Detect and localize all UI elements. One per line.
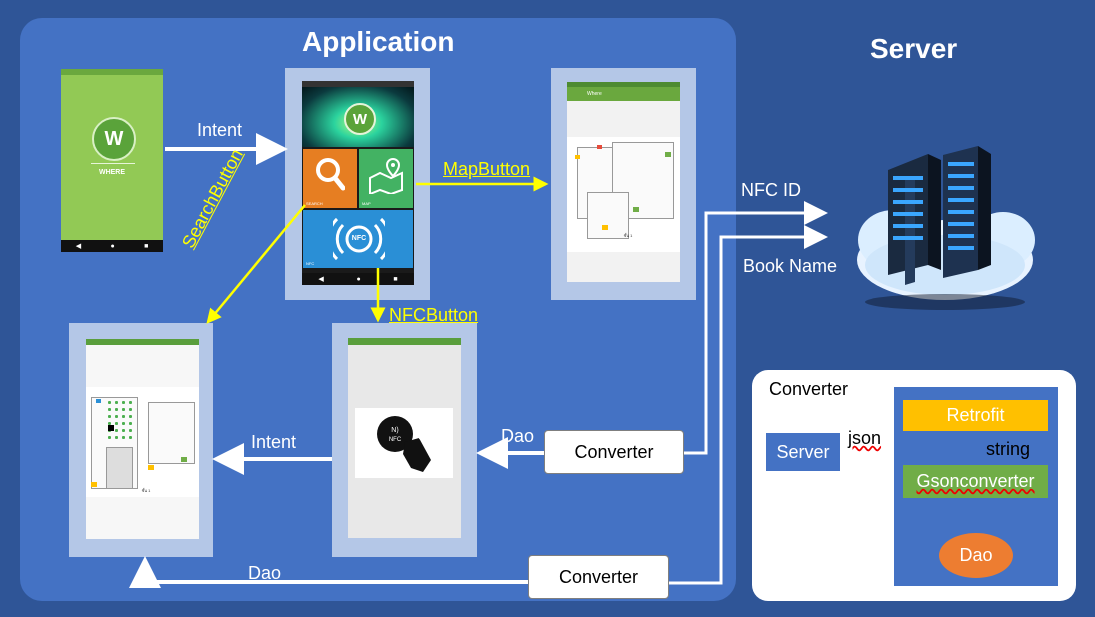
splash-app-name: WHERE (98, 169, 126, 176)
map-tile-label: MAP (362, 201, 371, 206)
nfc-button-label: NFCButton (389, 305, 479, 325)
map-button-label: MapButton (443, 159, 531, 179)
where-logo: W (92, 117, 136, 161)
intent-label-bottom: Intent (251, 432, 297, 452)
nfc-tile[interactable]: NFC NFC (303, 210, 413, 268)
search-result-screen: ชั้น 1 (86, 339, 199, 539)
converter-panel-title: Converter (769, 379, 849, 399)
intent-label-top: Intent (197, 120, 243, 140)
svg-text:NFC: NFC (389, 437, 402, 443)
server-title: Server (870, 33, 958, 64)
search-tile[interactable]: SEARCH (303, 149, 357, 208)
splash-screen: W WHERE ◀●■ (61, 69, 163, 252)
dao-node: Dao (939, 533, 1013, 578)
menu-header-image: W (302, 87, 414, 147)
floor-plan: ชั้น 1 (567, 137, 680, 252)
server-node: Server (766, 433, 840, 471)
converter-box-middle: Converter (544, 430, 684, 474)
map-toolbar-title: Where (587, 91, 602, 97)
dao-label-middle: Dao (501, 426, 535, 446)
map-toolbar: Where (567, 87, 680, 101)
book-name-label: Book Name (743, 256, 838, 276)
map-icon (369, 157, 403, 194)
search-button-arrow (206, 204, 306, 324)
nfc-card-icon: N) NFC (377, 416, 431, 472)
map-caption: ชั้น 1 (623, 233, 633, 238)
nfc-screen: N) NFC (348, 338, 461, 538)
server-illustration (857, 146, 1035, 310)
search-icon (316, 158, 345, 191)
splash-divider (91, 163, 135, 164)
nav-bar: ◀●■ (302, 273, 414, 285)
menu-logo: W (344, 103, 376, 135)
search-tile-label: SEARCH (306, 201, 323, 206)
nfc-tile-label: NFC (306, 261, 315, 266)
nav-bar: ◀●■ (61, 240, 163, 252)
dao-arrow-bottom (129, 556, 528, 588)
search-floor-plan: ชั้น 1 (86, 387, 199, 497)
string-label: string (986, 439, 1031, 459)
book-name-arrow (668, 225, 828, 585)
application-title: Application (302, 26, 455, 57)
retrofit-node: Retrofit (903, 400, 1048, 431)
nfc-id-arrow (683, 201, 828, 455)
server-rack-icon (888, 146, 991, 285)
nfc-id-label: NFC ID (741, 180, 801, 200)
svg-text:N): N) (391, 427, 398, 434)
gsonconverter-node: Gsonconverter (903, 465, 1048, 498)
nfc-badge-text: NFC (351, 235, 367, 242)
menu-screen: W SEARCH MAP NFC NFC ◀●■ (302, 81, 414, 285)
dao-label-bottom: Dao (248, 563, 282, 583)
converter-box-bottom: Converter (528, 555, 669, 599)
map-tile[interactable]: MAP (359, 149, 413, 208)
nfc-card-image: N) NFC (355, 408, 453, 478)
map-screen: Where ชั้น 1 (567, 82, 680, 282)
search-map-caption: ชั้น 1 (141, 488, 151, 493)
nfc-icon (333, 217, 385, 261)
json-label: json (848, 428, 882, 448)
